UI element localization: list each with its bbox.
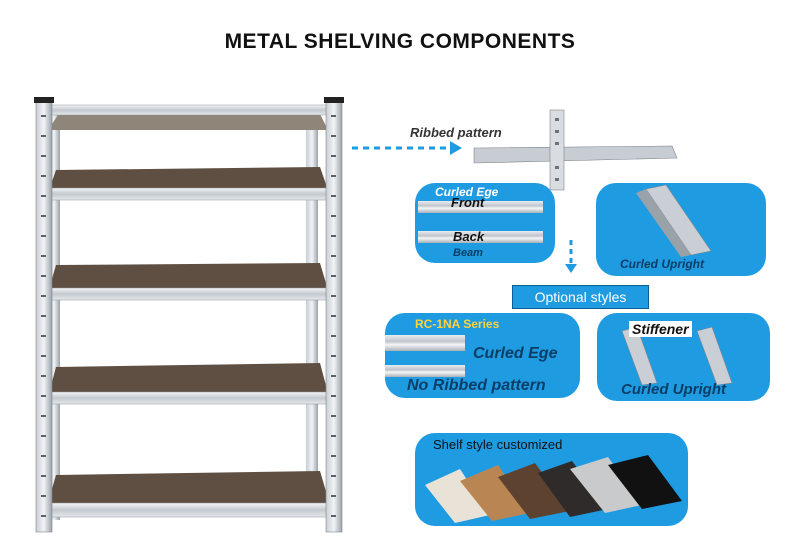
- back-beam-image: [418, 231, 543, 243]
- rc1na-curled-edge-label: Curled Ege: [473, 345, 558, 362]
- beam-panel: Curled Ege Front Back Beam: [415, 183, 555, 263]
- shelf-style-label: Shelf style customized: [433, 437, 563, 452]
- no-ribbed-pattern-label: No Ribbed pattern: [407, 377, 546, 394]
- stiffener-tag: Stiffener: [629, 321, 692, 337]
- back-label: Back: [453, 229, 485, 244]
- down-arrow-icon: [565, 240, 577, 273]
- rc1na-panel: RC-1NA Series Curled Ege No Ribbed patte…: [385, 313, 580, 398]
- optional-styles-label: Optional styles: [512, 285, 649, 309]
- rc1na-beam-bottom: [385, 365, 465, 377]
- stiffener-image: [621, 326, 733, 385]
- ribbed-pattern-label: Ribbed pattern: [410, 125, 502, 140]
- ribbed-beam-image: [473, 109, 678, 191]
- dashed-arrow-icon: [352, 141, 462, 155]
- upright-panel: Curled Upright: [596, 183, 766, 276]
- shelf-samples-image: [425, 455, 682, 523]
- curled-upright-label: Curled Upright: [620, 257, 704, 271]
- stiffener-curled-upright-label: Curled Upright: [621, 381, 726, 398]
- shelving-unit-illustration: [34, 97, 344, 533]
- front-beam-image: [418, 201, 543, 213]
- rc1na-beam-top: [385, 335, 465, 351]
- curled-edge-label: Curled Ege: [435, 185, 499, 199]
- front-label: Front: [451, 195, 485, 210]
- beam-label: Beam: [453, 247, 483, 259]
- stiffener-panel: Stiffener Curled Upright: [597, 313, 770, 401]
- shelf-style-panel: Shelf style customized: [415, 433, 688, 526]
- upright-image: [636, 185, 712, 257]
- rc1na-series-label: RC-1NA Series: [415, 317, 500, 331]
- page-title: METAL SHELVING COMPONENTS: [224, 30, 576, 53]
